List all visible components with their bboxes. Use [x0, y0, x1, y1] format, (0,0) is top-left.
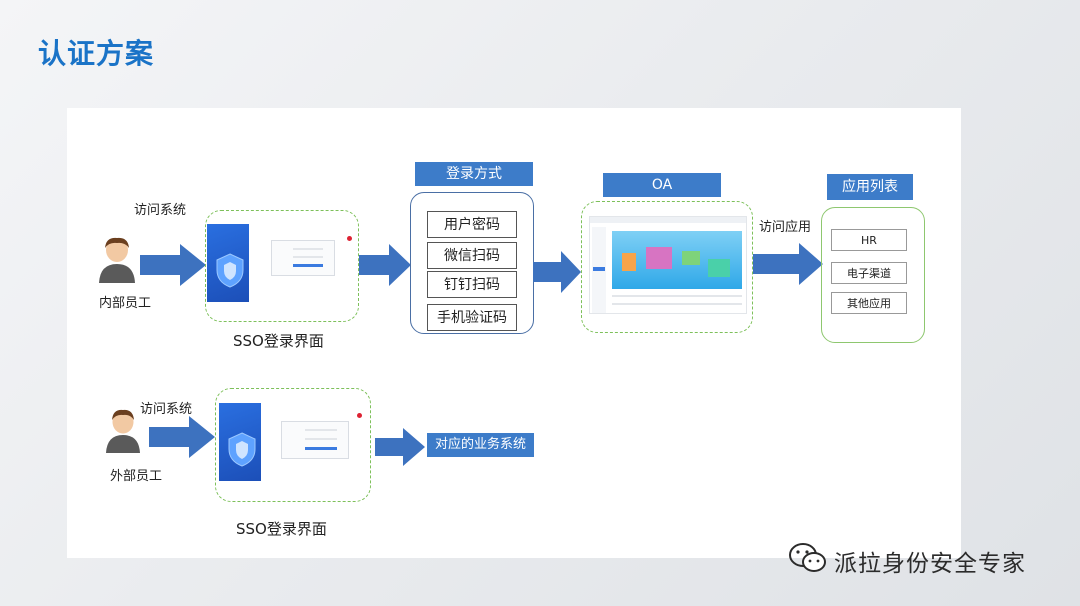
internal-user-label: 内部员工	[99, 296, 152, 311]
external-user-icon	[106, 409, 140, 453]
external-sso-screenshot	[219, 403, 367, 481]
internal-user-icon	[99, 237, 135, 283]
login-method-wechat: 微信扫码	[427, 242, 517, 269]
external-sso-group	[215, 388, 371, 502]
page-title: 认证方案	[38, 37, 155, 70]
oa-group	[581, 201, 753, 333]
app-list-group	[821, 207, 925, 343]
arrow-right-icon	[753, 243, 823, 285]
login-method-dingtalk: 钉钉扫码	[427, 271, 517, 298]
shield-icon	[228, 432, 256, 467]
login-method-sms: 手机验证码	[427, 304, 517, 331]
oa-access-label: 访问应用	[759, 220, 812, 235]
app-item-hr: HR	[831, 229, 907, 251]
internal-access-label: 访问系统	[134, 203, 187, 218]
arrow-right-icon	[359, 244, 411, 286]
login-methods-header: 登录方式	[415, 162, 533, 186]
internal-sso-group	[205, 210, 359, 322]
external-user-label: 外部员工	[110, 469, 163, 484]
arrow-right-icon	[140, 244, 206, 286]
business-system-target: 对应的业务系统	[427, 433, 535, 457]
app-item-other: 其他应用	[831, 292, 907, 314]
arrow-right-icon	[533, 251, 581, 293]
shield-icon	[216, 253, 244, 288]
oa-screenshot	[589, 216, 747, 314]
arrow-right-icon	[149, 416, 215, 458]
external-sso-caption: SSO登录界面	[236, 520, 327, 538]
arrow-right-icon	[375, 428, 425, 466]
wechat-icon	[789, 543, 826, 572]
watermark-text: 派拉身份安全专家	[834, 551, 1026, 577]
app-list-header: 应用列表	[827, 174, 913, 200]
oa-header: OA	[603, 173, 721, 197]
external-access-label: 访问系统	[140, 402, 193, 417]
internal-sso-screenshot	[207, 224, 357, 302]
login-method-password: 用户密码	[427, 211, 517, 238]
internal-sso-caption: SSO登录界面	[233, 332, 324, 350]
app-item-e-channel: 电子渠道	[831, 262, 907, 284]
